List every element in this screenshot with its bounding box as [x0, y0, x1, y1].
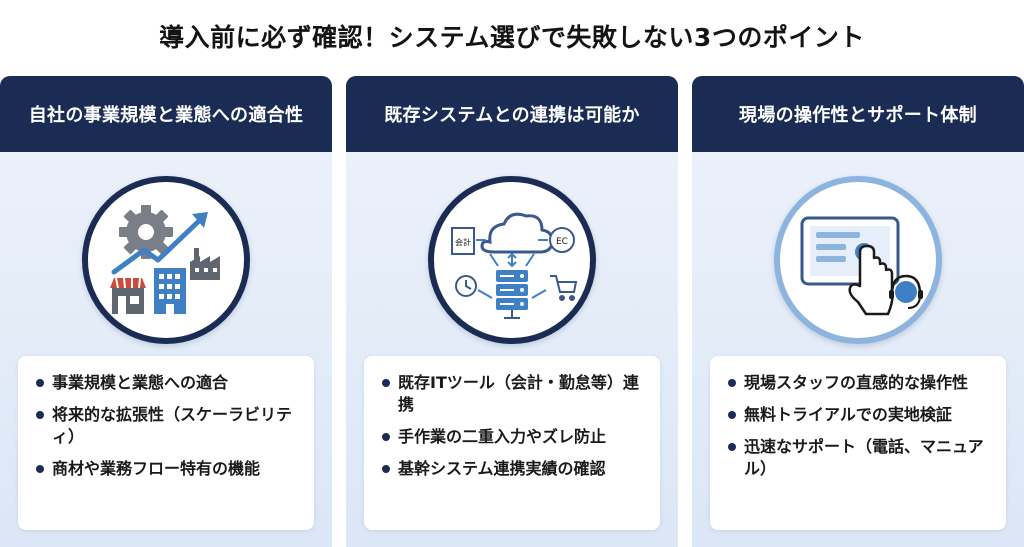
- point-box: 現場スタッフの直感的な操作性 無料トライアルでの実地検証 迅速なサポート（電話、…: [710, 356, 1006, 530]
- list-item: 商材や業務フロー特有の機能: [32, 458, 300, 480]
- tablet-support-icon: [800, 216, 923, 316]
- page-title: 導入前に必ず確認！システム選びで失敗しない3つのポイント: [159, 23, 865, 52]
- building-icon: [154, 268, 186, 314]
- list-item: 既存ITツール（会計・勤怠等）連携: [378, 372, 646, 416]
- ec-sync-icon: EC: [549, 227, 575, 253]
- icon-circle: [774, 176, 942, 344]
- list-item: 手作業の二重入力やズレ防止: [378, 426, 646, 448]
- point-list: 既存ITツール（会計・勤怠等）連携 手作業の二重入力やズレ防止 基幹システム連携…: [378, 372, 646, 480]
- shop-icon: [110, 277, 146, 314]
- icon-circle: 会計 EC: [428, 176, 596, 344]
- list-item: 無料トライアルでの実地検証: [724, 404, 992, 426]
- headset-support-icon: [889, 274, 923, 309]
- point-box: 既存ITツール（会計・勤怠等）連携 手作業の二重入力やズレ防止 基幹システム連携…: [364, 356, 660, 530]
- point-list: 事業規模と業態への適合 将来的な拡張性（スケーラビリティ） 商材や業務フロー特有…: [32, 372, 300, 480]
- factory-icon: [190, 248, 220, 280]
- cloud-integration-icon: 会計 EC: [451, 212, 578, 319]
- card-header: 既存システムとの連携は可能か: [346, 76, 678, 152]
- icon-circle: [82, 176, 250, 344]
- cloud-icon: [480, 212, 554, 254]
- growth-arrow-icon: [111, 217, 203, 275]
- list-item: 現場スタッフの直感的な操作性: [724, 372, 992, 394]
- list-item: 将来的な拡張性（スケーラビリティ）: [32, 404, 300, 448]
- point-card-business-fit: 自社の事業規模と業態への適合性: [0, 76, 332, 547]
- accounting-document-icon: 会計: [451, 227, 475, 255]
- hand-pointer-icon: [848, 244, 894, 316]
- point-list: 現場スタッフの直感的な操作性 無料トライアルでの実地検証 迅速なサポート（電話、…: [724, 372, 992, 480]
- list-item: 基幹システム連携実績の確認: [378, 458, 646, 480]
- point-box: 事業規模と業態への適合 将来的な拡張性（スケーラビリティ） 商材や業務フロー特有…: [18, 356, 314, 530]
- point-card-integration: 既存システムとの連携は可能か 会計 EC: [346, 76, 678, 547]
- card-header: 現場の操作性とサポート体制: [692, 76, 1024, 152]
- cart-icon: [550, 275, 578, 301]
- clock-icon: [455, 275, 477, 297]
- card-header: 自社の事業規模と業態への適合性: [0, 76, 332, 152]
- svg-text:EC: EC: [556, 237, 568, 247]
- list-item: 事業規模と業態への適合: [32, 372, 300, 394]
- gear-icon: [119, 205, 173, 259]
- business-scale-icon: [110, 205, 220, 314]
- list-item: 迅速なサポート（電話、マニュアル）: [724, 436, 992, 480]
- point-card-usability-support: 現場の操作性とサポート体制: [692, 76, 1024, 547]
- sync-arrows-icon: [476, 239, 548, 299]
- sparkle-icon: [974, 497, 1004, 527]
- server-icon: [496, 270, 528, 319]
- svg-text:会計: 会計: [455, 237, 471, 247]
